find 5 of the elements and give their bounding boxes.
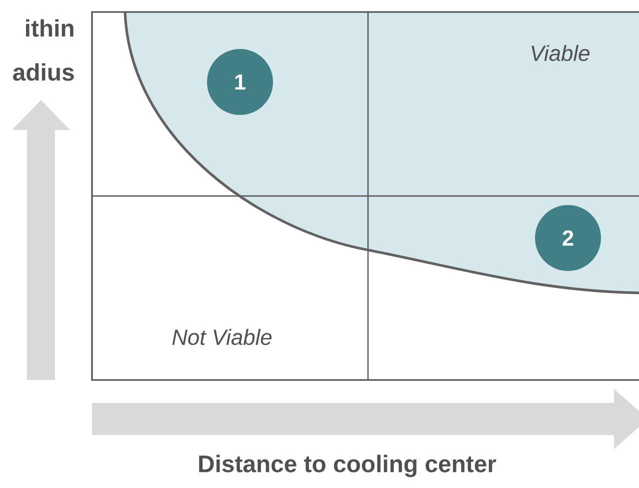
- axis-title: Distance to cooling center: [199, 454, 496, 478]
- axis-title: adius: [13, 63, 74, 81]
- axis-title: ithin: [26, 19, 74, 37]
- zone-label: Not Viable: [172, 328, 272, 346]
- zone-label: Viable: [532, 44, 590, 62]
